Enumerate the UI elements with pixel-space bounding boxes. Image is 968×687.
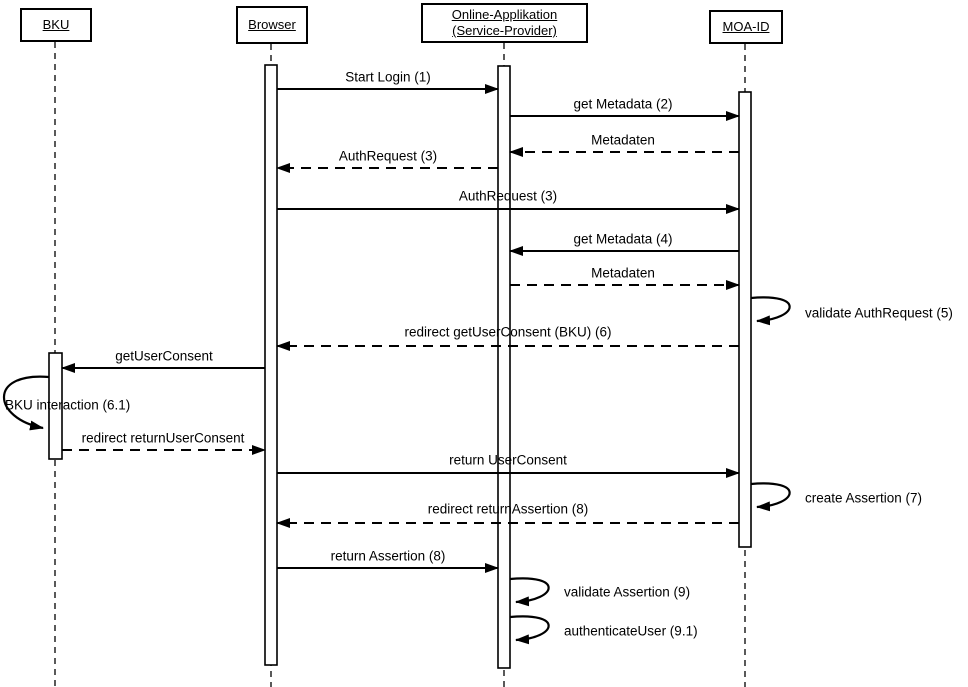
label-getuserconsent: getUserConsent (115, 348, 213, 364)
label-create-assertion: create Assertion (7) (805, 490, 923, 506)
label-get-metadata-4: get Metadata (4) (573, 231, 673, 247)
label-redirect-returnassertion: redirect returnAssertion (8) (427, 501, 589, 517)
bku-activation-bar (48, 352, 63, 460)
loop-create-assertion (750, 482, 791, 512)
label-get-metadata-2: get Metadata (2) (573, 96, 673, 112)
oa-activation-bar (497, 65, 511, 669)
label-return-assertion: return Assertion (8) (330, 548, 446, 564)
participant-moaid-label: MOA-ID (722, 19, 770, 35)
label-bku-interaction: BKU interaction (6.1) (5, 397, 131, 413)
participant-oa: Online-Applikation (Service-Provider) (421, 3, 588, 43)
label-authenticateuser: authenticateUser (9.1) (564, 623, 698, 639)
loop-authenticateuser (509, 615, 550, 645)
participant-bku: BKU (20, 8, 92, 42)
participant-browser-label: Browser (248, 17, 296, 33)
label-start-login: Start Login (1) (345, 69, 431, 85)
dashed-messages (62, 147, 740, 528)
label-authrequest-3b: AuthRequest (3) (458, 188, 558, 204)
participant-bku-label: BKU (42, 17, 70, 33)
participant-moaid: MOA-ID (709, 10, 783, 44)
label-metadaten-2: Metadaten (591, 132, 655, 148)
label-return-userconsent: return UserConsent (449, 452, 567, 468)
loop-validate-authrequest (750, 296, 791, 326)
label-authrequest-3a: AuthRequest (3) (338, 148, 438, 164)
self-loops (3, 296, 791, 645)
label-metadaten-4: Metadaten (591, 265, 655, 281)
moaid-activation-bar (738, 91, 752, 548)
loop-bku-interaction (3, 375, 50, 431)
solid-messages (61, 84, 740, 573)
label-validate-assertion: validate Assertion (9) (564, 584, 691, 600)
activation-bars (48, 64, 752, 669)
loop-validate-assertion (509, 577, 550, 607)
browser-activation-bar (264, 64, 278, 666)
label-redirect-getuserconsent: redirect getUserConsent (BKU) (6) (404, 324, 612, 340)
participant-browser: Browser (236, 6, 308, 44)
label-validate-authrequest: validate AuthRequest (5) (805, 305, 953, 321)
participant-oa-label: Online-Applikation (Service-Provider) (451, 7, 558, 38)
label-redirect-returnuserconsent: redirect returnUserConsent (81, 430, 245, 446)
